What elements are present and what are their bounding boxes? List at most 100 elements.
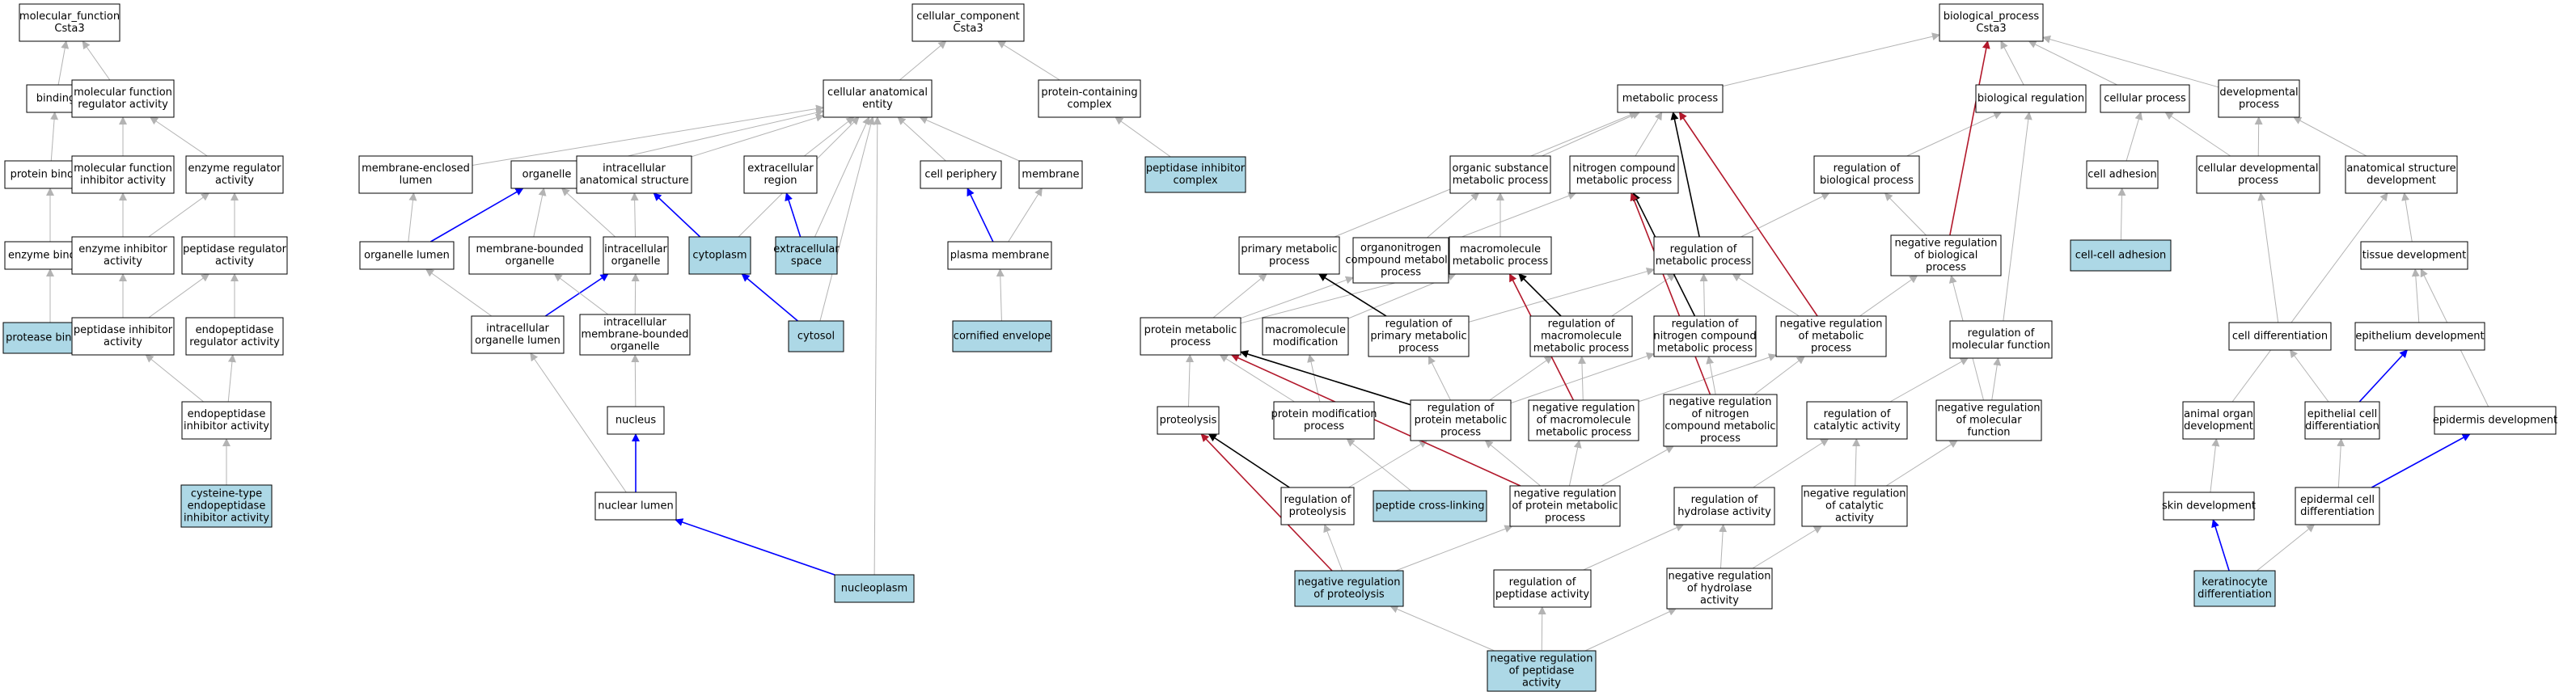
go-term-node[interactable]: nucleus <box>607 406 665 435</box>
go-term-node[interactable]: cell-cell adhesion <box>2070 239 2172 272</box>
go-term-node[interactable]: nuclear lumen <box>594 492 677 521</box>
go-term-node[interactable]: cell periphery <box>920 160 1002 189</box>
node-label: modification <box>1273 336 1339 348</box>
node-box <box>1373 490 1487 522</box>
node-label: Csta3 <box>1976 23 2006 35</box>
go-term-node[interactable]: epidermis development <box>2433 406 2557 435</box>
node-label: organonitrogen <box>1360 243 1441 255</box>
go-term-node[interactable]: cytosol <box>788 320 844 352</box>
go-term-node[interactable]: metabolic process <box>1617 84 1724 113</box>
go-term-node[interactable]: organelle <box>510 160 583 189</box>
go-term-node[interactable]: cornified envelope <box>952 320 1052 352</box>
node-box <box>607 406 665 435</box>
node-label: molecular function <box>1952 340 2050 352</box>
go-term-node[interactable]: cytoplasm <box>688 236 751 275</box>
node-box <box>185 317 284 356</box>
go-term-node[interactable]: cell adhesion <box>2086 160 2159 189</box>
node-box <box>1653 315 1757 357</box>
go-term-node[interactable]: cellular process <box>2100 84 2190 113</box>
go-term-node[interactable]: epithelium development <box>2354 322 2485 351</box>
go-term-node[interactable]: membrane <box>1018 160 1083 189</box>
go-term-node[interactable]: skin development <box>2162 492 2256 521</box>
edge-is-a <box>1448 192 1577 243</box>
node-box <box>71 155 175 194</box>
go-term-node[interactable]: organelle lumen <box>359 241 455 270</box>
node-label: nitrogen compound <box>1572 162 1675 175</box>
edge-is-a <box>1719 524 1728 569</box>
go-term-node[interactable]: plasma membrane <box>947 241 1052 270</box>
node-label: process <box>2239 99 2279 111</box>
go-term-node[interactable]: biological regulation <box>1975 84 2087 113</box>
edge-is-a <box>533 188 547 238</box>
node-label: endopeptidase <box>188 408 266 420</box>
go-term-node[interactable]: peptide cross-linking <box>1373 490 1487 522</box>
edge-is-a <box>819 116 875 322</box>
node-box <box>2182 401 2255 440</box>
node-label: biological process <box>1820 175 1914 187</box>
go-term-node[interactable]: tissue development <box>2360 241 2468 270</box>
go-term-node[interactable]: nucleoplasm <box>834 574 915 603</box>
go-term-node[interactable]: proteolysis <box>1157 406 1220 435</box>
go-term-node[interactable]: cell differentiation <box>2228 322 2332 351</box>
